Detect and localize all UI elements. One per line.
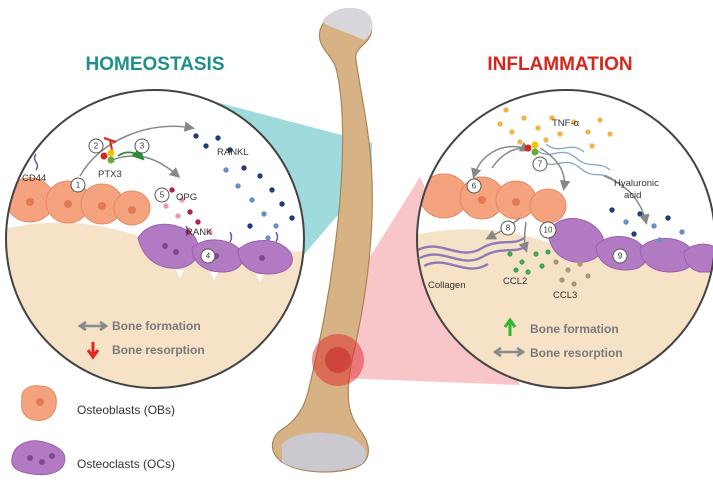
- label-rankl: RANKL: [217, 147, 249, 158]
- svg-text:4: 4: [206, 252, 211, 261]
- label-ccl2: CCL2: [503, 276, 527, 287]
- label-opg: OPG: [176, 192, 197, 203]
- homeostasis-title: HOMEOSTASIS: [86, 54, 225, 75]
- svg-text:1: 1: [76, 181, 81, 190]
- key-osteoclasts: Osteoclasts (OCs): [77, 457, 175, 471]
- svg-text:5: 5: [160, 191, 165, 200]
- key-osteoblasts: Osteoblasts (OBs): [77, 403, 175, 417]
- svg-text:8: 8: [506, 224, 511, 233]
- step-marker-4: 4: [200, 248, 216, 264]
- step-marker-1: 1: [70, 177, 86, 193]
- ccl3-molecules: [553, 259, 591, 287]
- up-arrow-icon: [503, 317, 517, 336]
- step-marker-10: 10: [539, 221, 557, 239]
- label-tnf-alpha: TNF-α: [552, 118, 580, 129]
- ptx3-molecule: [100, 149, 115, 164]
- double-arrow-icon: [492, 346, 526, 358]
- legend-bone-formation: Bone formation: [112, 319, 201, 333]
- label-ccl3: CCL3: [553, 290, 577, 301]
- label-cd44: CD44: [22, 173, 46, 184]
- step-marker-6: 6: [466, 178, 482, 194]
- label-collagen: Collagen: [428, 280, 466, 291]
- inflammation-hotspot: [312, 334, 364, 386]
- step-marker-9: 9: [612, 248, 628, 264]
- homeostasis-panel: [5, 89, 305, 389]
- svg-text:2: 2: [94, 142, 99, 151]
- cell-key: Osteoblasts (OBs) Osteoclasts (OCs): [11, 385, 175, 476]
- step-marker-2: 2: [88, 138, 104, 154]
- label-rank: RANK: [186, 227, 213, 238]
- osteoclast-icon: [11, 440, 66, 476]
- label-hyaluronic-acid: Hyaluronic acid: [614, 178, 662, 201]
- osteoblast-layer: [6, 177, 151, 226]
- svg-text:7: 7: [538, 160, 543, 169]
- down-arrow-icon: [86, 342, 100, 360]
- step-marker-8: 8: [500, 220, 516, 236]
- osteoblast-icon: [21, 385, 57, 421]
- homeostasis-legend: Bone formation Bone resorption: [77, 319, 205, 360]
- legend-bone-resorption: Bone resorption: [112, 343, 205, 357]
- rankl-molecules: [193, 133, 295, 241]
- svg-text:3: 3: [140, 142, 145, 151]
- ptx3-molecule-inflamed: [524, 141, 539, 156]
- svg-text:6: 6: [472, 182, 477, 191]
- svg-text:10: 10: [544, 226, 553, 235]
- step-marker-7: 7: [532, 156, 548, 172]
- legend-bone-formation-inflamed: Bone formation: [530, 322, 619, 336]
- double-arrow-icon: [77, 320, 109, 332]
- rank-receptor: [185, 225, 279, 243]
- osteoclast-layer-inflamed: [547, 218, 713, 273]
- collagen-fibers: [417, 236, 527, 270]
- label-ptx3: PTX3: [98, 169, 122, 180]
- label-hyaluronic-acid-line1: Hyaluronic: [614, 178, 659, 189]
- inflammation-legend: Bone formation Bone resorption: [492, 317, 623, 360]
- osteoclast-layer: [137, 223, 293, 282]
- step-marker-3: 3: [134, 138, 150, 154]
- inflammation-title: INFLAMMATION: [487, 54, 632, 75]
- step-marker-5: 5: [154, 187, 170, 203]
- svg-text:9: 9: [618, 252, 623, 261]
- ccl2-molecules: [507, 249, 551, 275]
- label-hyaluronic-acid-line2: acid: [624, 190, 641, 201]
- cd44-receptor: [33, 153, 39, 171]
- legend-bone-resorption-inflamed: Bone resorption: [530, 346, 623, 360]
- inflammation-panel: [416, 89, 713, 389]
